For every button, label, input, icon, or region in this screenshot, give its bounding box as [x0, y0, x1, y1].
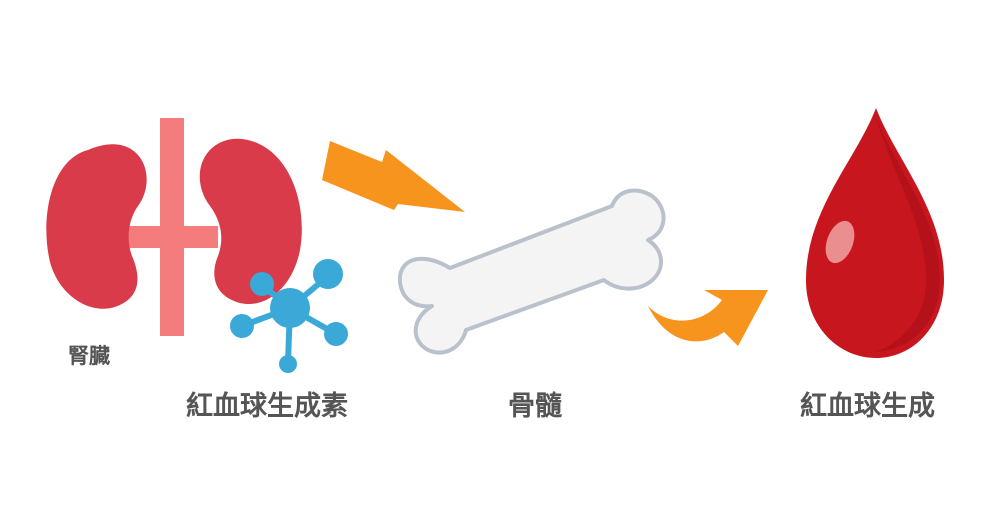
curved-arrow-icon: [648, 290, 768, 346]
bone-icon: [397, 188, 666, 355]
molecule-icon: [230, 259, 348, 373]
epo-label: 紅血球生成素: [186, 391, 348, 422]
lightning-arrow-icon: [322, 141, 465, 212]
rbc-production-label: 紅血球生成: [800, 391, 935, 422]
kidney-label: 腎臓: [68, 344, 110, 368]
kidneys-icon: [46, 118, 302, 336]
bone-marrow-label: 骨髓: [508, 391, 562, 422]
blood-drop-icon: [806, 108, 944, 358]
